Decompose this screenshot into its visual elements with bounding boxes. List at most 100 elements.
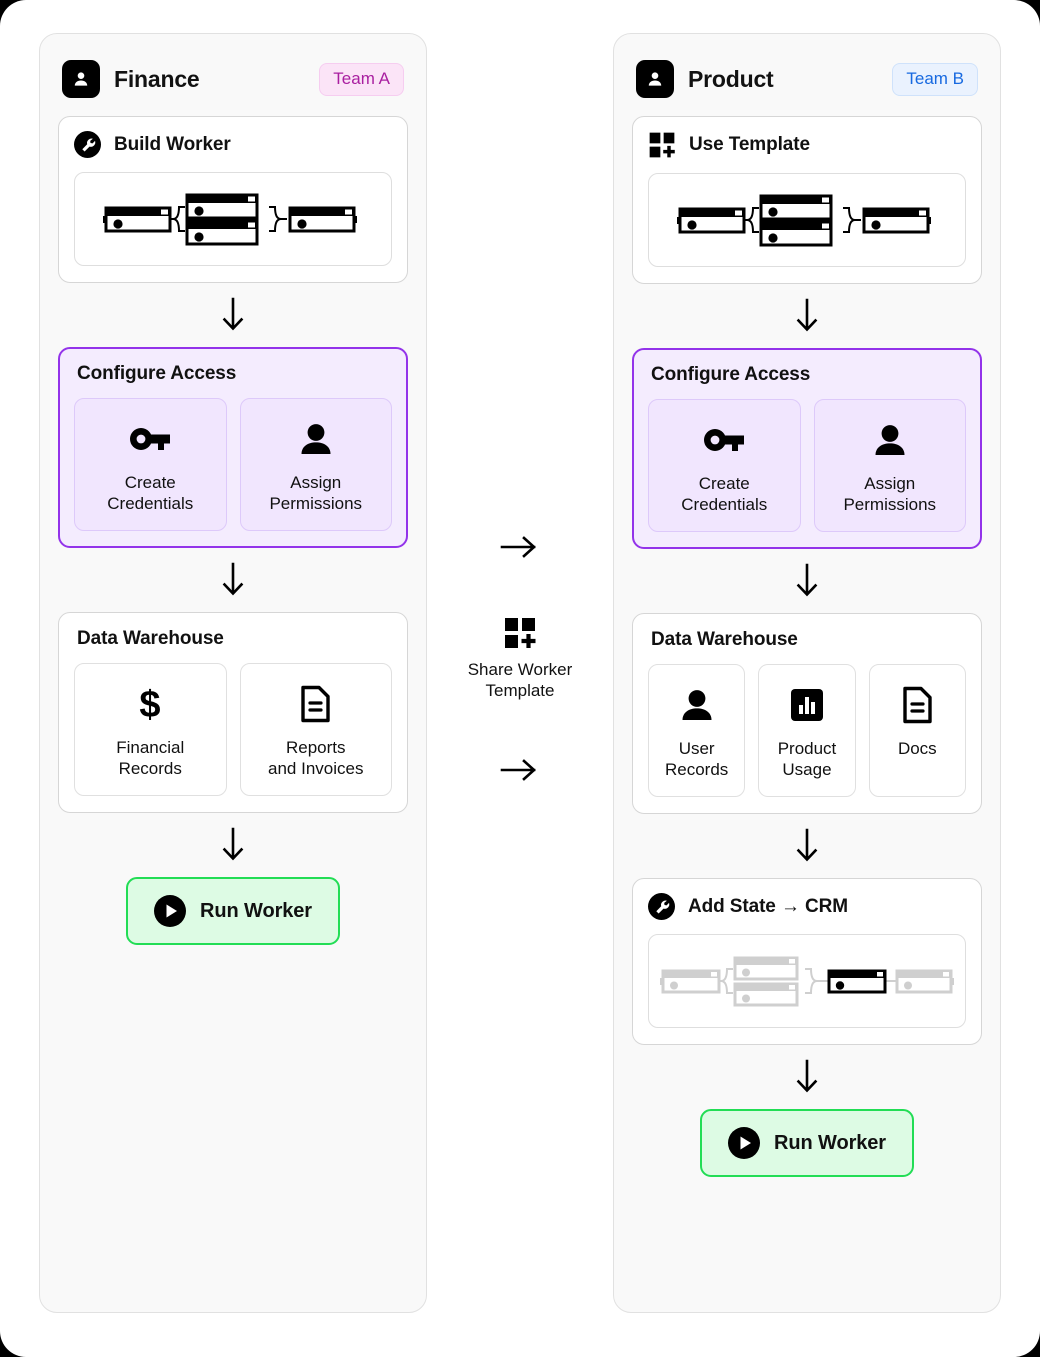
- tile-product-usage[interactable]: Product Usage: [758, 664, 856, 797]
- arrow-down-icon: [632, 549, 982, 613]
- worker-flow-diagram-extended[interactable]: [648, 934, 966, 1028]
- document-icon: [299, 681, 332, 727]
- share-worker-template-group[interactable]: Share Worker Template: [467, 616, 573, 701]
- card-add-state-crm[interactable]: Add State → CRM: [632, 878, 982, 1045]
- arrow-down-icon: [632, 1045, 982, 1109]
- svg-text:$: $: [140, 684, 161, 724]
- run-worker-wrap: Run Worker: [632, 1109, 982, 1177]
- wrench-icon: [74, 131, 101, 158]
- card-data-warehouse[interactable]: Data Warehouse $ Financial Records: [58, 612, 408, 813]
- flow-node: [103, 206, 172, 233]
- tile-label: Docs: [897, 739, 937, 758]
- card-title: Add State → CRM: [688, 895, 849, 917]
- person-icon: [871, 417, 909, 463]
- tile-label: Create Credentials: [107, 473, 194, 513]
- flow-node-new: [827, 969, 887, 994]
- share-worker-template-label: Share Worker Template: [467, 660, 573, 700]
- arrow-right-icon-top: [500, 524, 540, 570]
- card-build-worker[interactable]: Build Worker: [58, 116, 408, 283]
- card-title: Use Template: [689, 134, 810, 155]
- flow-node-muted: [733, 982, 799, 1007]
- person-avatar-icon: [636, 60, 674, 98]
- tile-reports-and-invoices[interactable]: Reports and Invoices: [239, 663, 392, 796]
- worker-flow-diagram[interactable]: [648, 173, 966, 267]
- page-title: Product: [688, 65, 774, 92]
- card-header: Use Template: [648, 131, 966, 159]
- arrow-down-icon: [58, 548, 408, 612]
- flow-node: [862, 207, 931, 234]
- tile-label: Assign Permissions: [843, 474, 937, 514]
- template-grid-icon: [648, 131, 676, 159]
- card-data-warehouse[interactable]: Data Warehouse User Records: [632, 613, 982, 814]
- tile-label: User Records: [665, 739, 729, 779]
- card-configure-access[interactable]: Configure Access Create Credentials: [632, 348, 982, 549]
- card-configure-access[interactable]: Configure Access Create Credentials: [58, 347, 408, 548]
- flow-node: [677, 207, 746, 234]
- card-title: Data Warehouse: [77, 628, 224, 649]
- tile-row: $ Financial Records Reports and Invoices: [74, 663, 392, 796]
- arrow-down-icon: [632, 284, 982, 348]
- tile-assign-permissions[interactable]: Assign Permissions: [813, 399, 966, 532]
- tile-label: Create Credentials: [681, 474, 768, 514]
- arrow-down-icon: [58, 283, 408, 347]
- arrow-down-icon: [632, 814, 982, 878]
- tile-assign-permissions[interactable]: Assign Permissions: [239, 398, 392, 531]
- person-icon: [678, 682, 716, 728]
- tile-financial-records[interactable]: $ Financial Records: [74, 663, 227, 796]
- card-title: Configure Access: [651, 364, 811, 385]
- person-icon: [297, 416, 335, 462]
- status-badge-team-a: Team A: [319, 62, 404, 96]
- run-worker-label: Run Worker: [200, 899, 312, 922]
- tile-label: Product Usage: [777, 739, 837, 779]
- flow-node-muted: [660, 969, 721, 994]
- arrow-down-icon: [58, 813, 408, 877]
- person-avatar-icon: [62, 60, 100, 98]
- card-title: Build Worker: [114, 133, 231, 155]
- tile-create-credentials[interactable]: Create Credentials: [648, 399, 801, 532]
- play-icon: [154, 895, 186, 927]
- flow-node: [185, 193, 259, 220]
- run-worker-wrap: Run Worker: [58, 877, 408, 945]
- flow-node: [759, 220, 833, 247]
- tile-label: Financial Records: [116, 738, 185, 778]
- tile-label: Assign Permissions: [269, 473, 363, 513]
- flow-node: [759, 194, 833, 221]
- wrench-icon: [648, 893, 675, 920]
- card-header: Add State → CRM: [648, 893, 966, 920]
- run-worker-label: Run Worker: [774, 1131, 886, 1154]
- flow-node: [185, 219, 259, 246]
- card-title: Data Warehouse: [651, 629, 798, 650]
- bar-chart-icon: [789, 682, 825, 728]
- tile-row: Create Credentials Assign Permissions: [648, 399, 966, 532]
- tile-label: Reports and Invoices: [268, 738, 364, 778]
- template-grid-icon: [503, 616, 537, 650]
- tile-create-credentials[interactable]: Create Credentials: [74, 398, 227, 531]
- worker-flow-diagram[interactable]: [74, 172, 392, 266]
- card-header: Build Worker: [74, 131, 392, 158]
- status-badge-team-b: Team B: [892, 62, 978, 96]
- dollar-icon: $: [135, 681, 165, 727]
- page-title: Finance: [114, 65, 200, 92]
- run-worker-button[interactable]: Run Worker: [126, 877, 340, 945]
- team-column-product: Product Team B Use Template: [613, 33, 1001, 1313]
- card-use-template[interactable]: Use Template: [632, 116, 982, 284]
- tile-docs[interactable]: Docs: [868, 664, 966, 797]
- run-worker-button[interactable]: Run Worker: [700, 1109, 914, 1177]
- arrow-right-icon-bottom: [500, 747, 540, 793]
- tile-row: Create Credentials Assign Permissions: [74, 398, 392, 531]
- tile-user-records[interactable]: User Records: [648, 664, 746, 797]
- flow-node-muted: [895, 969, 954, 994]
- team-column-finance: Finance Team A Build Worker: [39, 33, 427, 1313]
- flow-node: [288, 206, 357, 233]
- play-icon: [728, 1127, 760, 1159]
- column-header-finance: Finance Team A: [58, 54, 408, 102]
- column-header-product: Product Team B: [632, 54, 982, 102]
- document-icon: [901, 682, 934, 728]
- key-icon: [128, 416, 172, 462]
- share-template-connector: Share Worker Template: [427, 0, 613, 793]
- tile-row: User Records Product Usage: [648, 664, 966, 797]
- card-title: Configure Access: [77, 363, 237, 384]
- flow-node-muted: [733, 956, 799, 981]
